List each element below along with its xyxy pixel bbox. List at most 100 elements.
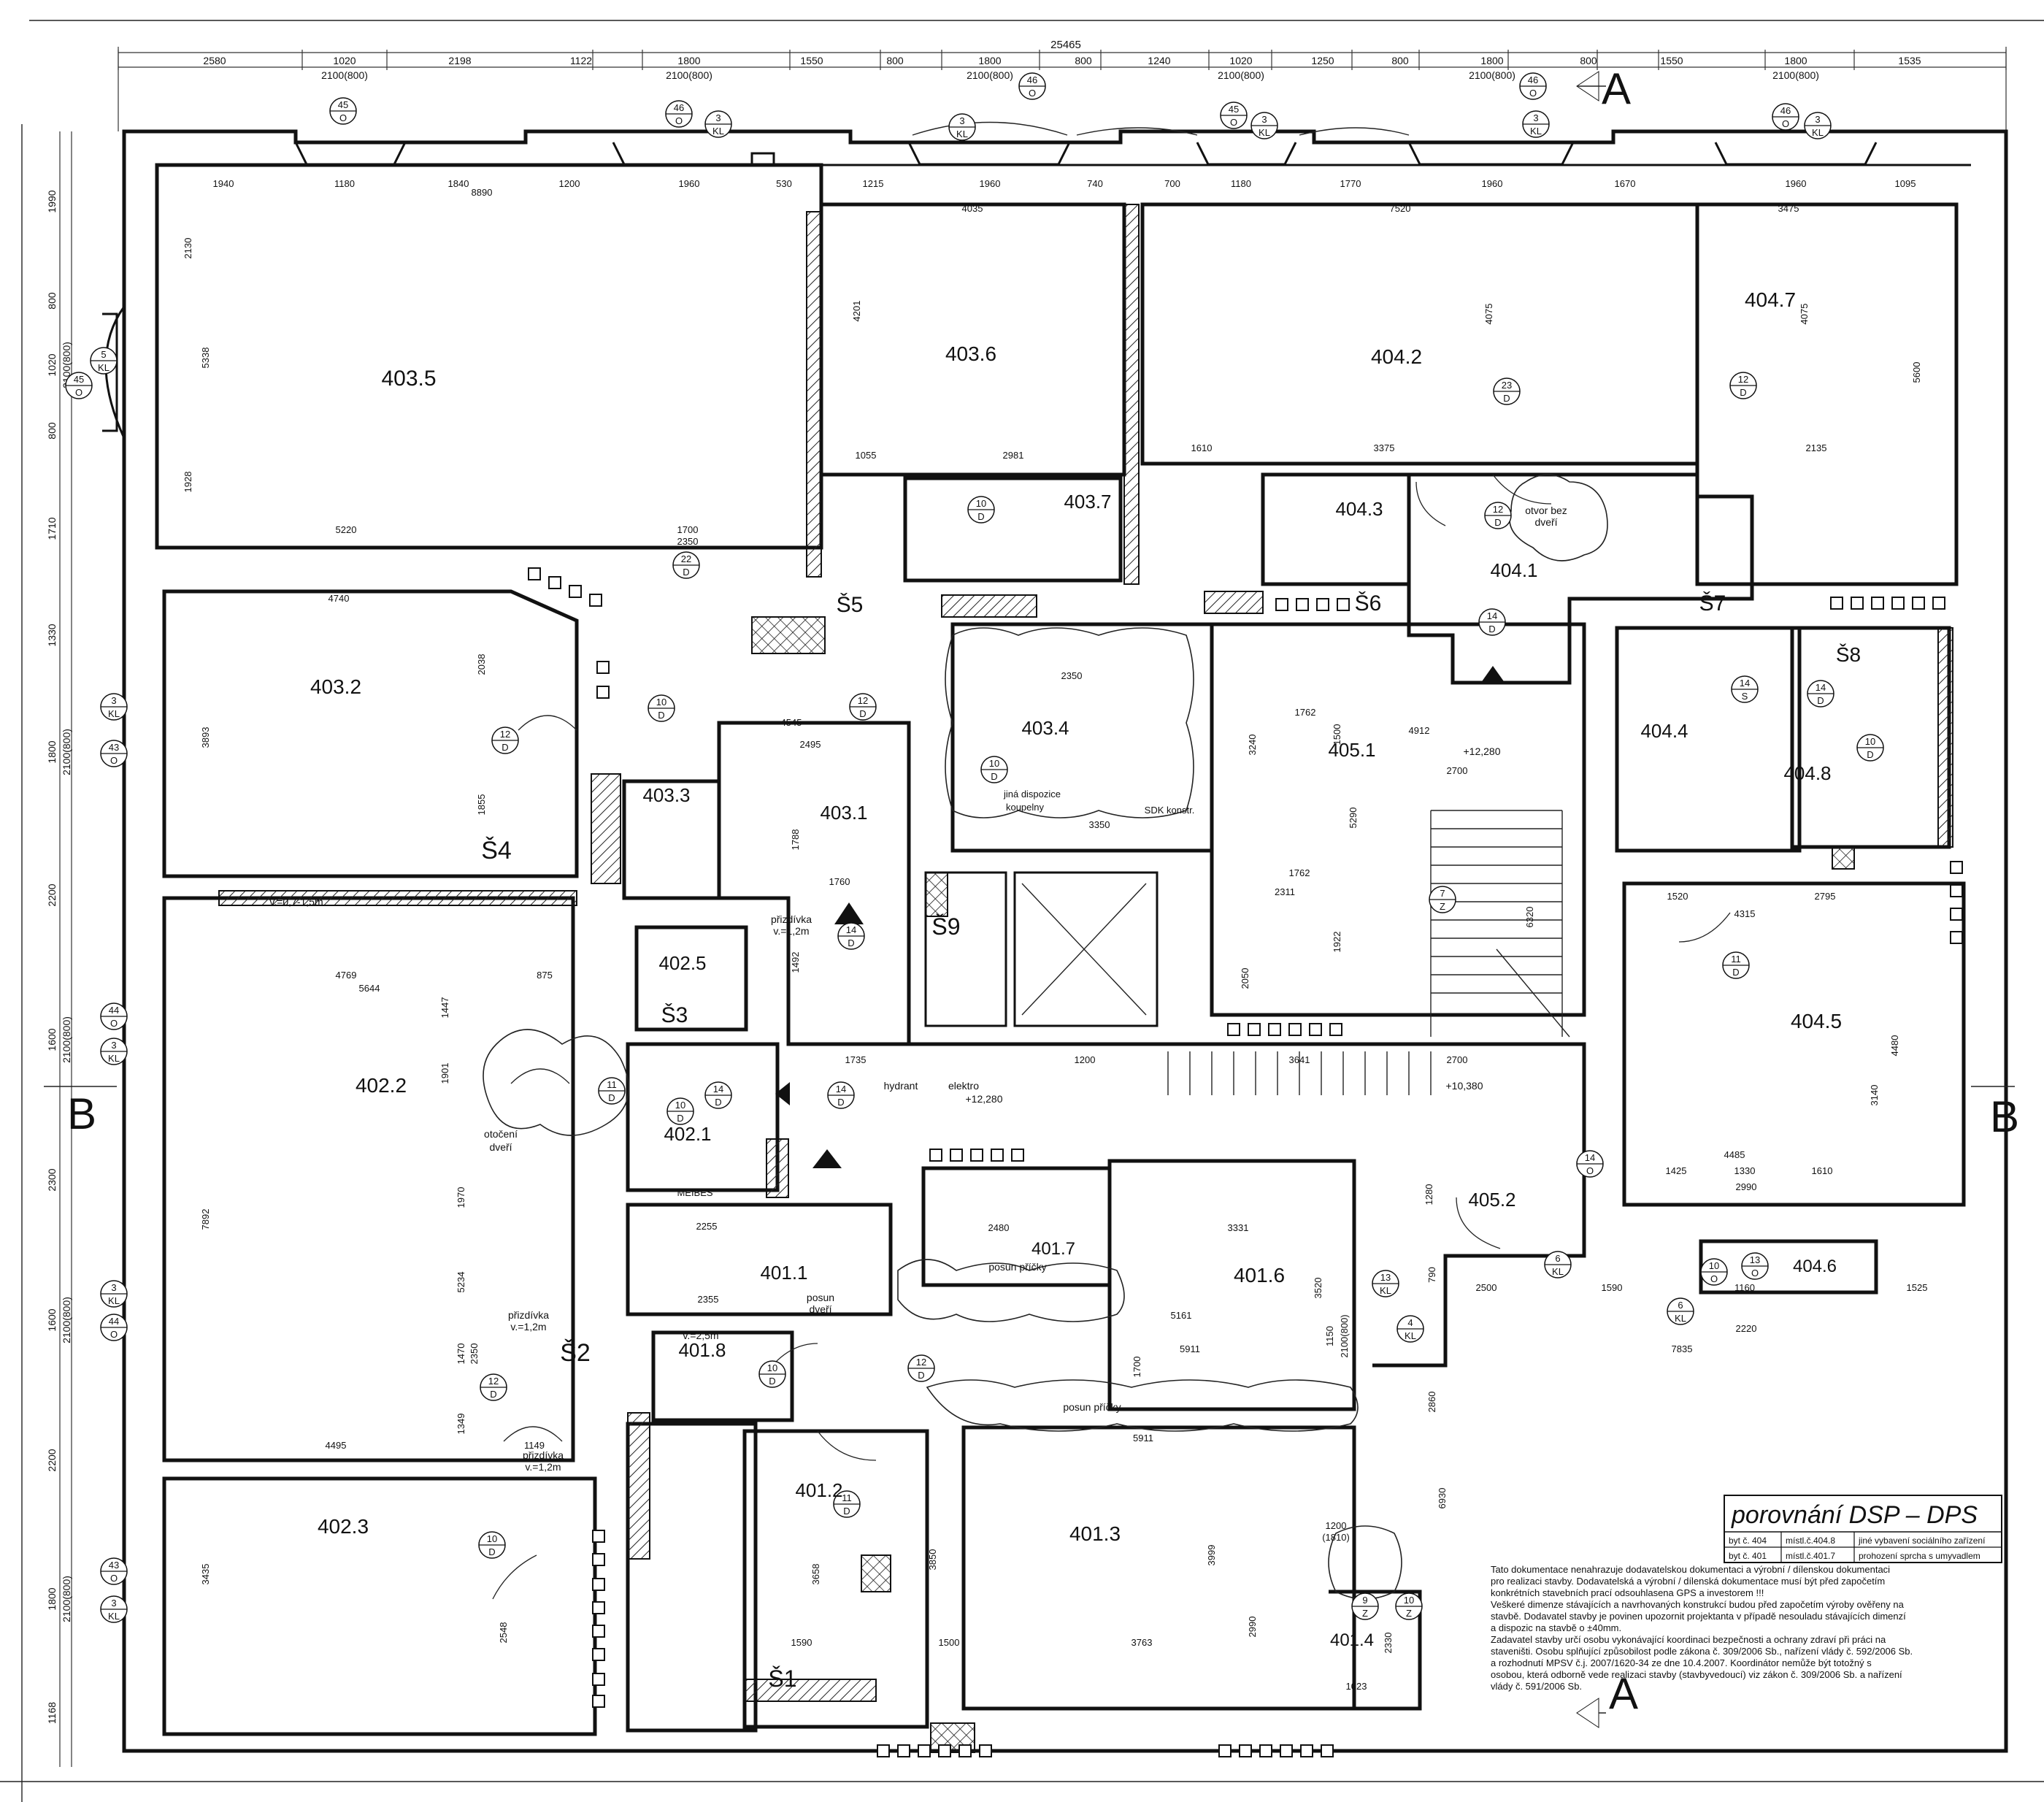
dimension-label: 1762 <box>1289 867 1310 878</box>
dimension-label: 3520 <box>1313 1278 1323 1299</box>
tag-code: D <box>490 1389 496 1400</box>
dimension-label: 4075 <box>1799 304 1810 325</box>
tag-code: D <box>1817 695 1824 706</box>
element-tag: 13O <box>1741 1252 1769 1280</box>
tag-code: D <box>1494 517 1501 528</box>
dimension-label: 4480 <box>1889 1035 1900 1057</box>
tag-code: D <box>1867 749 1873 760</box>
room-label: 403.4 <box>1021 717 1069 739</box>
note-line: konkrétních stavebních prací odsouhlasen… <box>1491 1587 1764 1598</box>
room-label: 404.6 <box>1793 1257 1837 1276</box>
tag-code: D <box>677 1113 683 1124</box>
dimension-label: 1020 <box>333 55 356 66</box>
dimension-label: 1215 <box>863 178 884 189</box>
tag-number: 10 <box>989 758 999 769</box>
annotation-label: SDK konstr. <box>1145 805 1195 816</box>
room-label: 401.8 <box>678 1339 726 1361</box>
dimension-label: 2100(800) <box>61 1297 72 1343</box>
dimension-label: 2100(800) <box>1469 69 1515 81</box>
hatched-walls <box>218 204 1953 1753</box>
dimension-label: 2100(800) <box>666 69 712 81</box>
dimension-label: 3140 <box>1869 1085 1880 1106</box>
dimension-label: 1447 <box>439 997 450 1019</box>
dimension-label: 3331 <box>1228 1222 1249 1233</box>
tag-number: 46 <box>1027 74 1037 85</box>
annotation-label: Š5 <box>837 592 864 617</box>
tag-code: O <box>75 387 82 398</box>
dimension-label: 2990 <box>1247 1617 1258 1638</box>
dimension-label: 2500 <box>1476 1282 1497 1293</box>
tag-number: 43 <box>109 1560 119 1571</box>
room-label: 401.4 <box>1330 1630 1374 1650</box>
dimension-label: 3893 <box>200 727 211 748</box>
element-tag: 3KL <box>1522 110 1550 138</box>
annotation-label: +12,280 <box>966 1093 1003 1105</box>
tag-code: O <box>110 1018 118 1029</box>
annotation-label: posun <box>807 1292 834 1303</box>
dimension-label: 1122 <box>570 55 592 66</box>
dimension-label: 1735 <box>845 1054 867 1065</box>
element-tag: 3KL <box>1250 112 1278 139</box>
dimension-label: 1800 <box>978 55 1001 66</box>
duct-square <box>1950 931 1963 944</box>
dimension-label: 800 <box>886 55 904 66</box>
dimension-label: 1970 <box>456 1187 466 1208</box>
dimension-label: 4740 <box>328 593 350 604</box>
room-label: 401.7 <box>1031 1239 1075 1259</box>
note-line: Tato dokumentace nenahrazuje dodavatelsk… <box>1491 1564 1890 1575</box>
dimension-label: 2200 <box>46 1449 58 1471</box>
dimension-label: 5911 <box>1180 1343 1200 1354</box>
annotation-label: Š1 <box>768 1665 796 1692</box>
room-label: 404.3 <box>1335 498 1383 520</box>
duct-square <box>589 594 602 607</box>
tag-code: D <box>502 742 508 753</box>
tag-number: 11 <box>842 1492 852 1503</box>
duct-square <box>1337 598 1350 611</box>
element-tag: 3KL <box>100 693 128 721</box>
element-tag: 14D <box>837 922 865 950</box>
tag-code: O <box>1529 88 1537 99</box>
section-marker: A <box>1602 64 1631 113</box>
annotation-label: Š8 <box>1836 643 1861 666</box>
dimension-label: (1810) <box>1322 1532 1350 1543</box>
duct-square <box>1851 597 1864 610</box>
dimension-label: 2548 <box>498 1622 509 1644</box>
duct-square <box>970 1149 983 1162</box>
tag-number: 44 <box>109 1316 119 1327</box>
dimension-label: 3435 <box>200 1564 211 1585</box>
duct-square <box>1011 1149 1024 1162</box>
dimension-label: 2130 <box>182 238 193 259</box>
annotation-label: otočení <box>484 1128 518 1140</box>
tag-number: 45 <box>338 99 348 110</box>
element-tag: 44O <box>100 1002 128 1030</box>
dimension-label: 7892 <box>200 1209 211 1230</box>
element-tag: 12D <box>1729 372 1757 399</box>
tag-number: 14 <box>846 924 856 935</box>
dimension-label: 4545 <box>781 717 802 728</box>
interior-walls <box>155 163 1966 1736</box>
tag-number: 12 <box>916 1357 926 1368</box>
tag-code: KL <box>1530 126 1542 137</box>
annotation-label: posun příčky <box>1063 1401 1121 1413</box>
tag-number: 3 <box>715 112 721 123</box>
duct-square <box>1830 597 1843 610</box>
dimension-label: 1330 <box>46 624 58 646</box>
dimension-label: 5644 <box>359 983 380 994</box>
annotation-label: v.=1,2m <box>525 1461 561 1473</box>
tag-number: 10 <box>487 1533 497 1544</box>
tag-number: 44 <box>109 1005 119 1016</box>
tag-code: O <box>1230 117 1237 128</box>
tag-code: O <box>110 1573 118 1584</box>
duct-square <box>528 567 541 580</box>
dimension-label: 2135 <box>1806 442 1827 453</box>
dimension-label: 1960 <box>679 178 700 189</box>
annotation-label: hydrant <box>884 1080 918 1092</box>
room-label: 403.1 <box>820 802 867 824</box>
element-tag: 10D <box>648 694 675 722</box>
room-label: 403.2 <box>310 675 361 698</box>
element-tag: 10O <box>1700 1258 1728 1286</box>
tag-code: O <box>1029 88 1036 99</box>
